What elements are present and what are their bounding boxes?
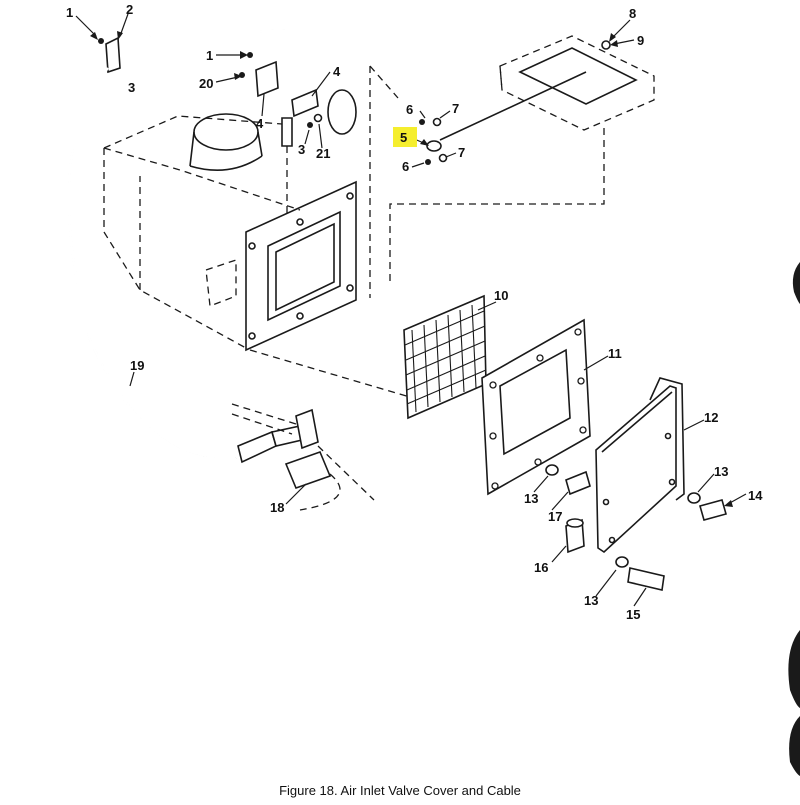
callout-labels: 1 2 3 1 20 4 4 3 21 6 7 5 6 7 8 9 10 11 … bbox=[66, 2, 763, 622]
callout-18: 18 bbox=[270, 500, 284, 515]
callout-12: 12 bbox=[704, 410, 718, 425]
callout-1: 1 bbox=[66, 5, 73, 20]
instruction-plate-18 bbox=[284, 450, 341, 511]
callout-21: 21 bbox=[316, 146, 330, 161]
valve-assembly bbox=[389, 35, 655, 286]
page-edge-marks bbox=[788, 262, 800, 776]
callout-4: 4 bbox=[256, 116, 264, 131]
callout-20: 20 bbox=[199, 76, 213, 91]
callout-2: 2 bbox=[126, 2, 133, 17]
callout-8: 8 bbox=[629, 6, 636, 21]
control-cable-19 bbox=[67, 28, 375, 501]
callout-13: 13 bbox=[584, 593, 598, 608]
callout-5-highlight bbox=[393, 127, 417, 147]
callout-11: 11 bbox=[608, 346, 622, 361]
callout-7: 7 bbox=[458, 145, 465, 160]
callout-6: 6 bbox=[406, 102, 413, 117]
screen-part-10 bbox=[403, 294, 487, 420]
cover-part-12 bbox=[595, 377, 685, 554]
callout-3: 3 bbox=[128, 80, 135, 95]
stud-parts-5-6-7 bbox=[419, 117, 448, 165]
callout-14: 14 bbox=[748, 488, 763, 503]
fasteners bbox=[545, 464, 727, 591]
callout-16: 16 bbox=[534, 560, 548, 575]
callout-17: 17 bbox=[548, 509, 562, 524]
housing-flange bbox=[245, 180, 357, 352]
callout-1: 1 bbox=[206, 48, 213, 63]
leader-lines bbox=[75, 13, 747, 607]
air-inlet-housing bbox=[103, 65, 421, 401]
callout-10: 10 bbox=[494, 288, 508, 303]
callout-3: 3 bbox=[298, 142, 305, 157]
callout-6: 6 bbox=[402, 159, 409, 174]
callout-15: 15 bbox=[626, 607, 640, 622]
clip-parts bbox=[98, 36, 357, 214]
gasket-part-11 bbox=[481, 318, 591, 496]
callout-7: 7 bbox=[452, 101, 459, 116]
callout-13: 13 bbox=[714, 464, 728, 479]
callout-13: 13 bbox=[524, 491, 538, 506]
callout-9: 9 bbox=[637, 33, 644, 48]
callout-19: 19 bbox=[130, 358, 144, 373]
figure-caption: Figure 18. Air Inlet Valve Cover and Cab… bbox=[279, 783, 521, 798]
callout-4: 4 bbox=[333, 64, 341, 79]
callout-5: 5 bbox=[400, 130, 407, 145]
